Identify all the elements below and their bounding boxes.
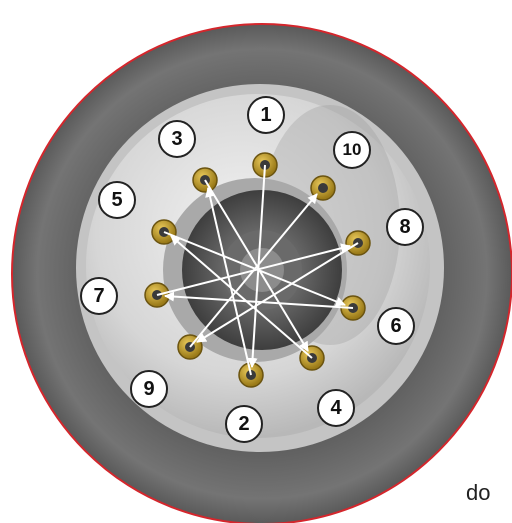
bolt-label-3: 3 <box>158 120 196 158</box>
bolt-label-4: 4 <box>317 389 355 427</box>
bolt-label-1: 1 <box>247 96 285 134</box>
hub-cap <box>240 248 284 292</box>
bolt-label-7: 7 <box>80 277 118 315</box>
footer-text: do <box>466 480 490 506</box>
bolt-label-9: 9 <box>130 370 168 408</box>
bolt-label-8: 8 <box>386 208 424 246</box>
bolt-label-5: 5 <box>98 181 136 219</box>
bolt-label-6: 6 <box>377 307 415 345</box>
bolt-label-2: 2 <box>225 405 263 443</box>
bolt-label-10: 10 <box>333 131 371 169</box>
